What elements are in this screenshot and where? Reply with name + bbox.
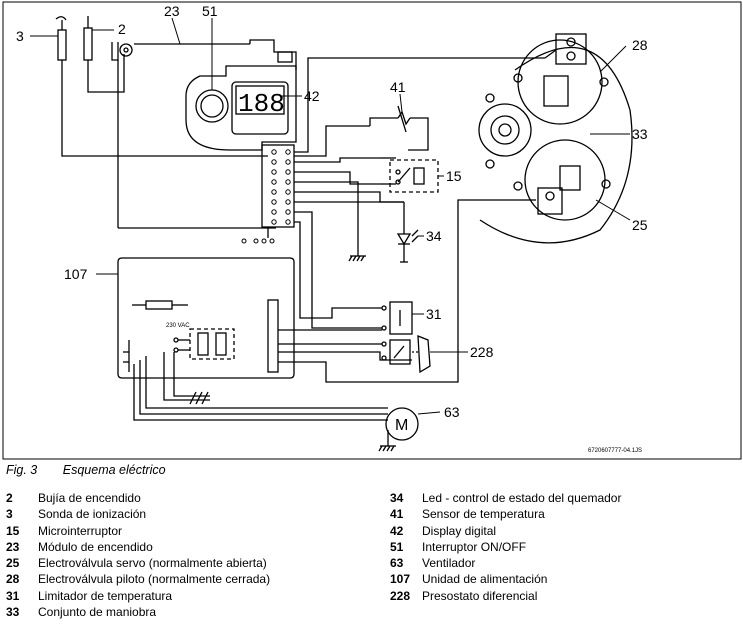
legend-text: Unidad de alimentación — [422, 572, 548, 587]
legend-row: 2 Bujía de encendido — [6, 490, 270, 506]
figure-number: Fig. 3 — [6, 463, 38, 477]
document-code: 6720607777-04.1JS — [588, 448, 642, 454]
legend-row: 51 Interruptor ON/OFF — [390, 539, 621, 555]
terminal-block — [241, 144, 295, 244]
legend-row: 34 Led - control de estado del quemador — [390, 490, 621, 506]
callout-23: 23 — [164, 3, 180, 19]
legend-row: 23 Módulo de encendido — [6, 539, 270, 555]
legend-number: 107 — [390, 572, 411, 587]
legend-text: Microinterruptor — [38, 523, 123, 538]
legend-row: 3 Sonda de ionización — [6, 506, 270, 522]
legend-row: 42 Display digital — [390, 523, 621, 539]
legend-text: Módulo de encendido — [38, 539, 153, 554]
legend-number: 34 — [390, 491, 404, 505]
legend-number: 28 — [6, 572, 20, 587]
temperature-limiter — [381, 301, 413, 335]
callout-25: 25 — [632, 217, 648, 233]
temperature-sensor — [369, 105, 429, 151]
microswitch — [380, 157, 439, 193]
legend-number: 15 — [6, 523, 20, 538]
legend-text: Sensor de temperatura — [422, 507, 545, 522]
legend-row: 107 Unidad de alimentación — [390, 571, 621, 587]
legend-text: Sonda de ionización — [38, 507, 147, 522]
callout-31: 31 — [426, 306, 442, 322]
legend-number: 25 — [6, 556, 20, 571]
fan-motor — [378, 407, 419, 452]
motor-label: M — [395, 417, 408, 434]
callout-33: 33 — [632, 126, 648, 142]
legend-number: 41 — [390, 507, 404, 522]
callout-51: 51 — [202, 3, 218, 19]
legend-text: Bujía de encendido — [38, 491, 141, 505]
legend-text: Ventilador — [422, 556, 476, 571]
legend-text: Electroválvula servo (normalmente abiert… — [38, 556, 267, 571]
callout-63: 63 — [444, 404, 460, 420]
callout-2: 2 — [118, 21, 126, 37]
legend-text: Display digital — [422, 523, 497, 538]
ignition-electrode — [83, 16, 93, 66]
callout-228: 228 — [470, 344, 494, 360]
legend-text: Conjunto de maniobra — [38, 605, 157, 620]
legend-row: 15 Microinterruptor — [6, 523, 270, 539]
legend-number: 63 — [390, 556, 404, 571]
callout-3: 3 — [16, 28, 24, 44]
voltage-label: 230 VAC — [166, 323, 190, 329]
wiring-diagram: 3 2 23 51 42 41 15 34 28 33 25 107 31 22… — [2, 1, 742, 460]
legend-text: Led - control de estado del quemador — [422, 491, 622, 505]
legend-number: 3 — [6, 507, 13, 522]
callout-34: 34 — [426, 228, 442, 244]
figure-caption: Fig. 3 Esquema eléctrico — [6, 463, 166, 477]
gas-valve-assembly — [478, 33, 633, 244]
legend-number: 228 — [390, 588, 411, 603]
legend-number: 42 — [390, 523, 404, 538]
ignition-module — [111, 39, 297, 229]
legend-number: 31 — [6, 588, 20, 603]
legend-text: Presostato diferencial — [422, 588, 538, 603]
legend-number: 23 — [6, 539, 20, 554]
legend-row: 28 Electroválvula piloto (normalmente cer… — [6, 571, 270, 587]
legend-number: 33 — [6, 605, 20, 620]
ground-symbol — [348, 248, 366, 262]
legend-row: 228 Presostato diferencial — [390, 588, 621, 604]
power-supply-unit — [117, 257, 295, 379]
burner-led — [396, 202, 419, 263]
legend-text: Electroválvula piloto (normalmente cerra… — [38, 572, 271, 587]
callout-107: 107 — [64, 266, 88, 282]
legend-row: 33 Conjunto de maniobra — [6, 604, 270, 620]
legend-row: 25 Electroválvula servo (normalmente abie… — [6, 555, 270, 571]
callout-42: 42 — [304, 88, 320, 104]
callout-15: 15 — [446, 168, 462, 184]
legend-number: 2 — [6, 491, 13, 505]
ionization-probe — [55, 16, 67, 66]
callout-28: 28 — [632, 37, 648, 53]
legend-text: Limitador de temperatura — [38, 588, 173, 603]
digital-display-readout: 188 — [238, 89, 285, 119]
figure-title: Esquema eléctrico — [62, 463, 166, 477]
legend-text: Interruptor ON/OFF — [422, 539, 527, 554]
legend-row: 63 Ventilador — [390, 555, 621, 571]
legend-row: 41 Sensor de temperatura — [390, 506, 621, 522]
legend-row: 31 Limitador de temperatura — [6, 588, 270, 604]
legend-number: 51 — [390, 539, 404, 554]
callout-41: 41 — [390, 79, 406, 95]
differential-pressostat — [381, 335, 431, 374]
